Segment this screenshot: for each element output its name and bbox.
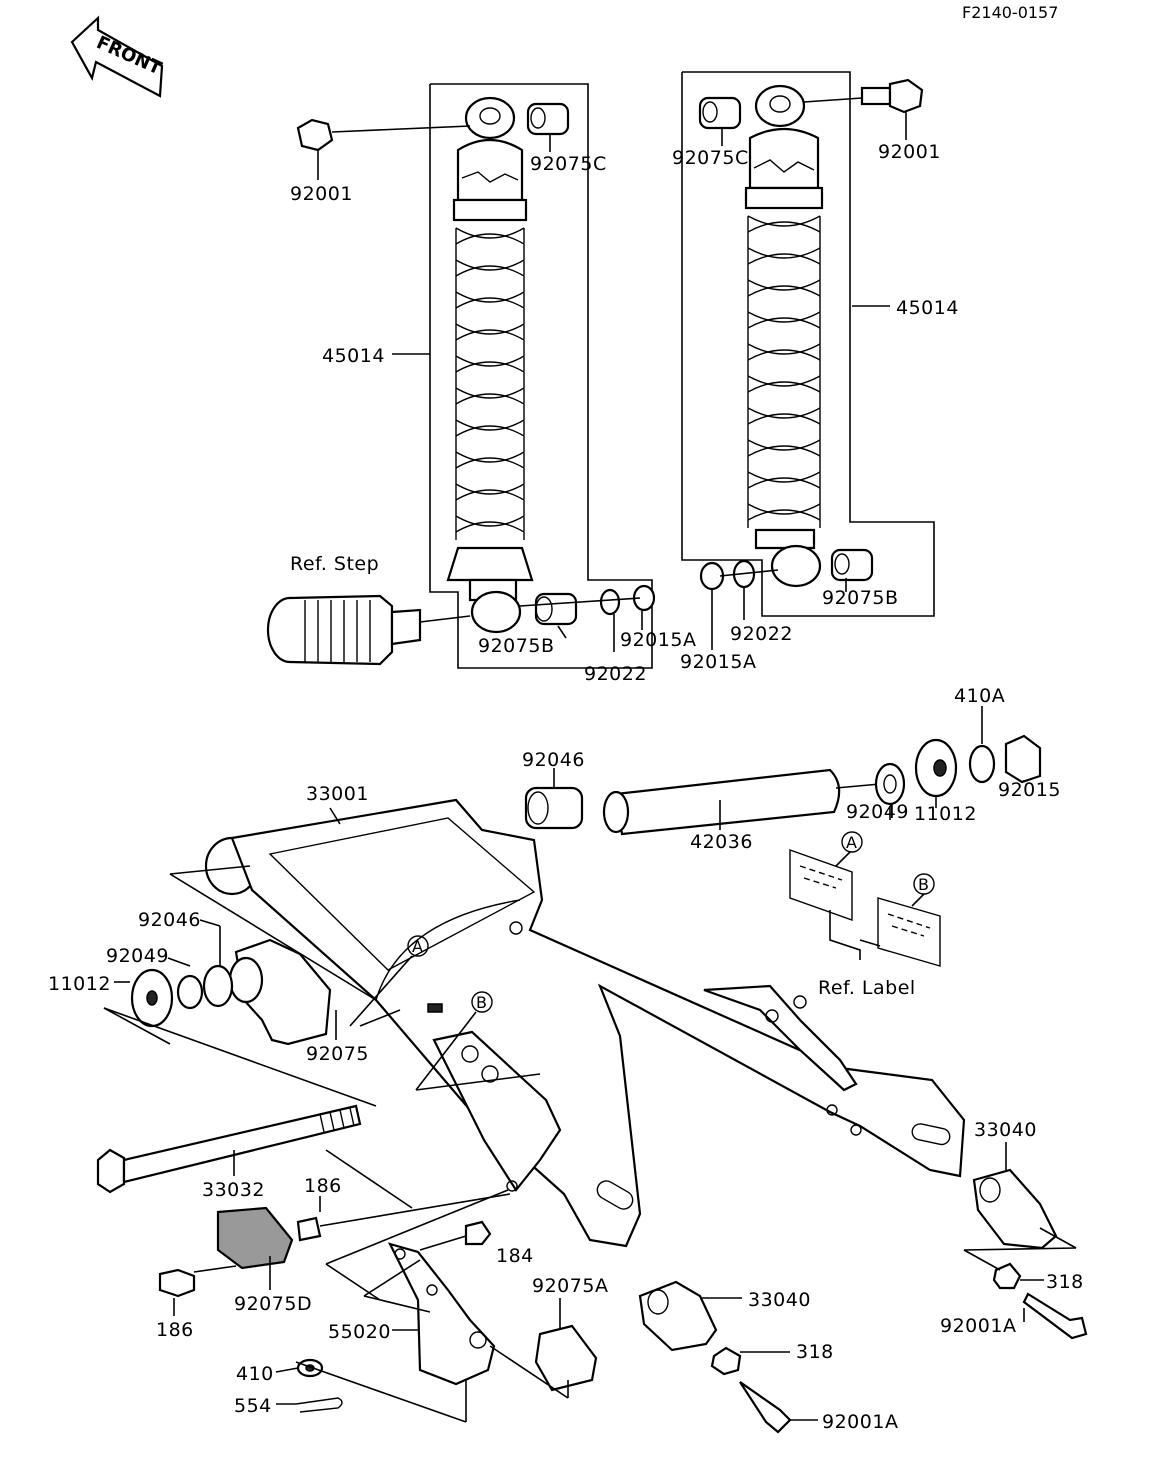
ref-step-label: Ref. Step — [290, 553, 379, 575]
svg-text:A: A — [412, 937, 423, 956]
label-55020: 55020 — [328, 1321, 391, 1343]
label-92049-top: 92049 — [846, 801, 909, 823]
ref-step-footpeg — [266, 594, 471, 666]
front-arrow-icon: FRONT — [70, 15, 165, 98]
right-bolt-92001 — [803, 78, 924, 140]
chain-slider-92075a — [534, 1324, 598, 1392]
label-33040-middle: 33040 — [748, 1289, 811, 1311]
svg-text:A: A — [846, 833, 857, 852]
callout-b-top: B — [911, 873, 935, 907]
swing-arm-33001 — [204, 798, 966, 1248]
left-shock-assembly — [429, 83, 656, 669]
guide-lines — [103, 865, 1077, 1423]
right-shock-assembly — [681, 71, 935, 617]
ref-label-decals — [789, 849, 941, 967]
label-92001a-middle: 92001A — [822, 1411, 898, 1433]
label-92001-left: 92001 — [290, 183, 353, 205]
left-bushing-92075c — [526, 102, 570, 152]
label-318-middle: 318 — [796, 1341, 834, 1363]
chain-adjuster-33040-middle — [638, 1280, 792, 1434]
label-92075: 92075 — [306, 1043, 369, 1065]
label-11012-left: 11012 — [48, 973, 111, 995]
label-92075d: 92075D — [234, 1293, 312, 1315]
label-92075b-left: 92075B — [478, 635, 554, 657]
label-92015a-left: 92015A — [620, 629, 696, 651]
bolt-186-top — [296, 1193, 511, 1242]
label-45014-right: 45014 — [896, 297, 959, 319]
label-92075b-right: 92075B — [822, 587, 898, 609]
callout-a-arm: A — [349, 935, 429, 1027]
pivot-shaft-assembly — [524, 734, 1042, 836]
bolt-184 — [419, 1220, 492, 1251]
washer-410 — [296, 1358, 324, 1378]
label-554: 554 — [234, 1395, 272, 1417]
chain-adjuster-33040-right — [972, 1168, 1088, 1340]
label-186-top: 186 — [304, 1175, 342, 1197]
label-410a: 410A — [954, 685, 1005, 707]
swing-arm-bracket — [432, 1030, 562, 1192]
label-92046-top: 92046 — [522, 749, 585, 771]
label-186-bottom: 186 — [156, 1319, 194, 1341]
label-tab — [427, 1003, 443, 1013]
label-42036: 42036 — [690, 831, 753, 853]
label-92022-right: 92022 — [730, 623, 793, 645]
label-92075a: 92075A — [532, 1275, 608, 1297]
label-11012-top: 11012 — [914, 803, 977, 825]
label-318-right: 318 — [1046, 1271, 1084, 1293]
right-shock-spring — [747, 215, 821, 528]
label-92015: 92015 — [998, 779, 1061, 801]
label-92075c-right: 92075C — [672, 147, 749, 169]
label-33040-right: 33040 — [974, 1119, 1037, 1141]
svg-text:B: B — [918, 875, 929, 894]
label-92075c-left: 92075C — [530, 153, 607, 175]
left-bolt-92001 — [296, 118, 471, 152]
cotter-pin-554 — [295, 1397, 343, 1413]
label-184: 184 — [496, 1245, 534, 1267]
label-92022-left: 92022 — [584, 663, 647, 685]
ref-label-text: Ref. Label — [818, 977, 916, 999]
label-45014-left: 45014 — [322, 345, 385, 367]
label-92046-left: 92046 — [138, 909, 201, 931]
label-92001-right: 92001 — [878, 141, 941, 163]
svg-text:B: B — [476, 993, 487, 1012]
figure-code: F2140-0157 — [962, 3, 1058, 22]
callout-b-arm: B — [415, 991, 493, 1091]
label-33032: 33032 — [202, 1179, 265, 1201]
callout-a-top: A — [835, 831, 863, 867]
leader-lines — [114, 150, 1044, 1421]
pivot-bolt-33032 — [96, 1104, 362, 1194]
label-bracket — [703, 984, 858, 1092]
left-shock-spring — [455, 227, 525, 540]
right-bushing-92075c — [698, 96, 742, 146]
part-labels: 92001 92075C 45014 92075B 92015A 92022 9… — [48, 141, 1084, 1433]
chain-guide-92075d — [158, 1206, 294, 1298]
label-92015a-right: 92015A — [680, 651, 756, 673]
label-410: 410 — [236, 1363, 274, 1385]
label-92049-left: 92049 — [106, 945, 169, 967]
bracket-55020 — [387, 1242, 496, 1386]
left-pivot-bushing-set — [130, 938, 332, 1046]
label-33001: 33001 — [306, 783, 369, 805]
label-92001a-right: 92001A — [940, 1315, 1016, 1337]
